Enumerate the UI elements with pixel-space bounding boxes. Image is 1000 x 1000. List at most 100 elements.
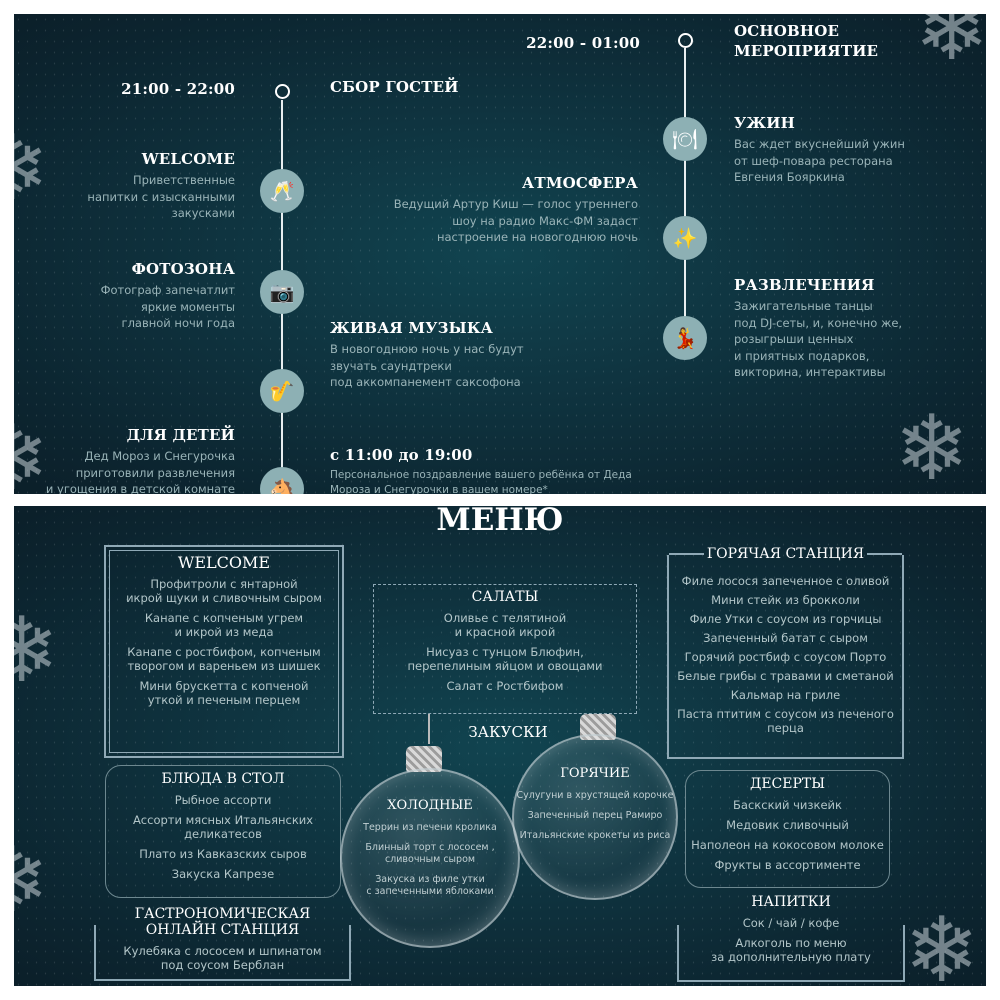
event-dinner: УЖИН Вас ждет вкуснейший ужин от шеф-пов… — [734, 114, 905, 186]
event-text: Ведущий Артур Киш — голос утреннего шоу … — [393, 197, 638, 244]
menu-panel: ❄ ❄ ❄ МЕНЮ WELCOME Профитроли с янтарной … — [14, 506, 986, 986]
menu-item: Медовик сливочный — [726, 818, 849, 832]
welcome-section: WELCOME Профитроли с янтарной икрой щуки … — [104, 545, 344, 758]
event-welcome: WELCOME Приветственные напитки с изыскан… — [87, 150, 235, 222]
event-text: В новогоднюю ночь у нас будут звучать са… — [330, 342, 524, 389]
menu-item: Паста птитим с соусом из печеного перца — [677, 707, 894, 735]
menu-item: Кальмар на гриле — [730, 688, 841, 702]
event-title: ЖИВАЯ МУЗЫКА — [330, 319, 494, 337]
event-title: ФОТОЗОНА — [131, 260, 235, 278]
section-title: НАПИТКИ — [751, 894, 831, 910]
section-title: ГОРЯЧАЯ СТАНЦИЯ — [706, 546, 865, 562]
event-kids: ДЛЯ ДЕТЕЙ Дед Мороз и Снегурочка пригото… — [46, 426, 235, 494]
event-title: ДЛЯ ДЕТЕЙ — [126, 426, 235, 444]
menu-item: Наполеон на кокосовом молоке — [691, 838, 884, 852]
saxophone-icon: 🎷 — [260, 369, 304, 413]
cloche-icon: 🍽 — [663, 117, 707, 161]
menu-item: Кулебяка с лососем и шпинатом под соусом… — [123, 944, 322, 972]
event-photozone: ФОТОЗОНА Фотограф запечатлит яркие момен… — [101, 260, 235, 332]
menu-item: Сулугуни в хрустящей корочке — [516, 790, 674, 801]
menu-item: Филе лосося запеченное с оливой — [681, 574, 890, 588]
menu-item: Филе Утки с соусом из горчицы — [689, 612, 882, 626]
menu-item: Мини брускетта с копченой уткой и печены… — [139, 679, 309, 707]
section-heading: ОСНОВНОЕ МЕРОПРИЯТИЕ — [734, 22, 879, 60]
menu-item: Блинный торт с лососем , сливочным сыром — [365, 842, 495, 865]
menu-item: Салат с Ростбифом — [446, 679, 564, 693]
section-title: ГАСТРОНОМИЧЕСКАЯ ОНЛАЙН СТАНЦИЯ — [134, 906, 311, 938]
section-title: WELCOME — [177, 553, 271, 572]
snowflake-icon: ❄ — [894, 396, 970, 494]
snowflake-icon: ❄ — [14, 124, 49, 214]
snacks-title: ЗАКУСКИ — [468, 723, 548, 741]
hot-station-section: ГОРЯЧАЯ СТАНЦИЯ Филе лосося запеченное с … — [667, 546, 904, 759]
camera-icon: 📷 — [260, 270, 304, 314]
timeline-start-ring — [275, 84, 290, 99]
wine-glasses-icon: 🥂 — [260, 169, 304, 213]
menu-item: Оливье с телятиной и красной икрой — [443, 611, 567, 639]
program-panel: ❄ ❄ ❄ ❄ 🥂 📷 🎷 🐴 🍽 ✨ 💃 21:00 - 22:00 СБОР… — [14, 14, 986, 494]
section-title-row: ГОРЯЧАЯ СТАНЦИЯ — [669, 546, 902, 562]
snowflake-icon: ❄ — [914, 14, 986, 81]
snowflake-icon: ❄ — [14, 598, 60, 703]
ornament-string — [428, 714, 430, 744]
event-title: WELCOME — [141, 150, 235, 168]
time-range-first: 21:00 - 22:00 — [121, 80, 235, 98]
event-title: с 11:00 до 19:00 — [330, 446, 473, 464]
menu-item: Запеченный батат с сыром — [703, 631, 868, 645]
menu-item: Баскский чизкейк — [733, 798, 842, 812]
section-heading: СБОР ГОСТЕЙ — [330, 78, 459, 96]
section-title: ГОРЯЧИЕ — [560, 766, 630, 781]
menu-title: МЕНЮ — [436, 506, 564, 538]
timeline-line — [684, 48, 686, 353]
menu-item: Плато из Кавказских сыров — [139, 847, 307, 861]
menu-item: Ассорти мясных Итальянских деликатесов — [132, 813, 314, 841]
menu-item: Фрукты в ассортименте — [714, 858, 861, 872]
snowflake-icon: ❄ — [14, 836, 49, 926]
event-atmosphere: АТМОСФЕРА Ведущий Артур Киш — голос утре… — [394, 174, 638, 246]
timeline-start-ring — [678, 33, 693, 48]
menu-item: Алкоголь по меню за дополнительную плату — [711, 936, 871, 964]
rocking-horse-icon: 🐴 — [260, 467, 304, 494]
event-text: Зажигательные танцы под DJ-сеты, и, коне… — [734, 299, 903, 379]
event-title: УЖИН — [734, 114, 795, 132]
event-text: Вас ждет вкуснейший ужин от шеф-повара р… — [734, 137, 905, 184]
menu-item: Белые грибы с травами и сметаной — [677, 669, 894, 683]
dancer-icon: 💃 — [663, 316, 707, 360]
section-title: ХОЛОДНЫЕ — [387, 798, 473, 813]
menu-item: Сок / чай / кофе — [742, 916, 840, 930]
ornament-cap — [406, 746, 442, 772]
event-text: Персональное поздравление вашего ребёнка… — [330, 469, 632, 494]
snowflake-icon: ❄ — [904, 898, 980, 987]
menu-item: Закуска из филе утки с запеченными яблок… — [366, 874, 494, 897]
snowflake-icon: ❄ — [14, 414, 49, 495]
event-entertainment: РАЗВЛЕЧЕНИЯ Зажигательные танцы под DJ-с… — [734, 276, 902, 381]
menu-item: Канапе с копченым угрем и икрой из меда — [144, 611, 304, 639]
event-text: Фотограф запечатлит яркие моменты главно… — [100, 283, 235, 330]
menu-item: Мини стейк из брокколи — [711, 593, 860, 607]
time-range-second: 22:00 - 01:00 — [526, 34, 640, 52]
event-title: РАЗВЛЕЧЕНИЯ — [734, 276, 875, 294]
event-title: АТМОСФЕРА — [522, 174, 638, 192]
menu-item: Горячий ростбиф с соусом Порто — [684, 650, 887, 664]
section-title: САЛАТЫ — [471, 589, 539, 605]
menu-item: Профитроли с янтарной икрой щуки и сливо… — [126, 577, 322, 605]
salads-section: САЛАТЫ Оливье с телятиной и красной икрой… — [373, 584, 637, 714]
event-text: Дед Мороз и Снегурочка приготовили развл… — [45, 449, 235, 494]
menu-item: Рыбное ассорти — [174, 793, 272, 807]
menu-item: Запеченный перец Рамиро — [527, 810, 663, 821]
menu-item: Нисуаз с тунцом Блюфин, перепелиным яйцо… — [407, 645, 603, 673]
fireworks-icon: ✨ — [663, 216, 707, 260]
menu-item: Итальянские крокеты из риса — [519, 830, 671, 841]
event-text: Приветственные напитки с изысканными зак… — [87, 173, 235, 220]
event-kids-hours: с 11:00 до 19:00 Персональное поздравлен… — [330, 446, 632, 494]
event-live-music: ЖИВАЯ МУЗЫКА В новогоднюю ночь у нас буд… — [330, 319, 524, 391]
section-title: БЛЮДА В СТОЛ — [161, 771, 285, 787]
gastro-station-section: ГАСТРОНОМИЧЕСКАЯ ОНЛАЙН СТАНЦИЯ Кулебяка … — [94, 904, 351, 981]
section-title: ДЕСЕРТЫ — [749, 776, 826, 792]
menu-item: Закуска Капрезе — [171, 867, 275, 881]
